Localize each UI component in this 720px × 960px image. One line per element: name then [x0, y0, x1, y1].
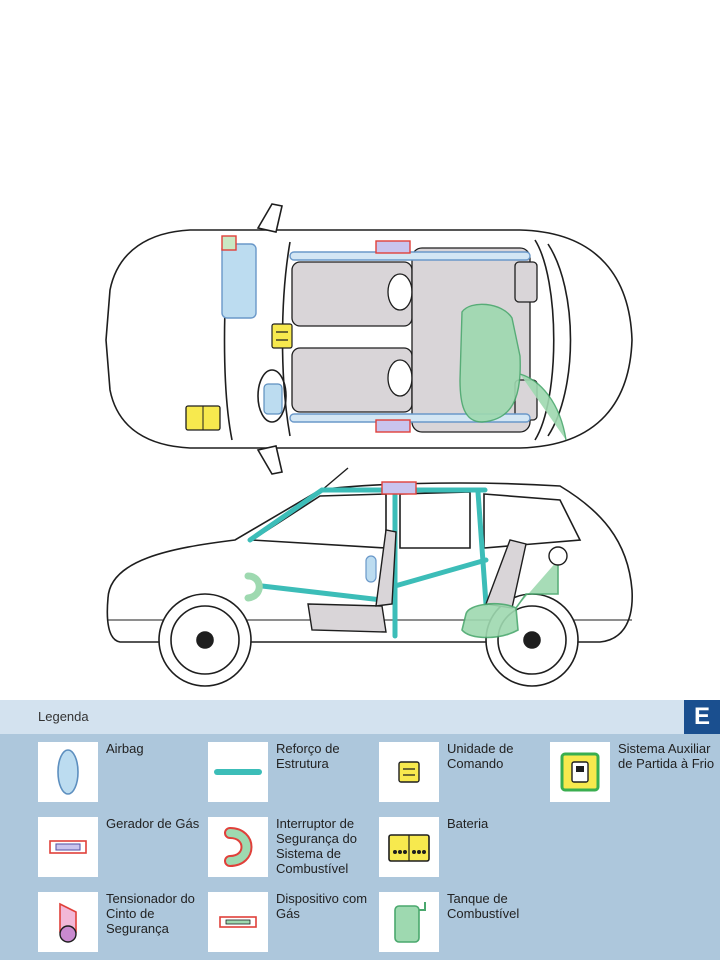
top-gas-generator-right: [376, 420, 410, 432]
passenger-airbag: [222, 244, 256, 318]
side-seat-airbag: [366, 556, 376, 582]
vehicle-diagram: [0, 0, 720, 700]
legend-header: Legenda E: [0, 700, 720, 734]
front-gas-generator: [222, 236, 236, 250]
cold-start-icon: [550, 742, 610, 802]
battery-icon: [379, 817, 439, 877]
legend-label-control-unit: Unidade de Comando: [447, 741, 547, 771]
legend-label-battery: Bateria: [447, 816, 547, 831]
legend-label-cold-start: Sistema Auxiliar de Partida à Frio: [618, 741, 718, 771]
control-unit-top: [272, 324, 292, 348]
fuel-filler: [549, 547, 567, 565]
fuel-tank-icon: [379, 892, 439, 952]
belt-tensioner-swatch: [38, 892, 98, 952]
fuel-switch-swatch: [208, 817, 268, 877]
gas-device-swatch: [208, 892, 268, 952]
gas-device-icon: [208, 892, 268, 952]
control-unit-swatch: [379, 742, 439, 802]
legend-label-fuel-tank: Tanque de Combustível: [447, 891, 547, 921]
legend-label-airbag: Airbag: [106, 741, 206, 756]
fuel-tank-swatch: [379, 892, 439, 952]
gas-generator-icon: [38, 817, 98, 877]
gas-generator-swatch: [38, 817, 98, 877]
control-unit-icon: [379, 742, 439, 802]
belt-tensioner-icon: [38, 892, 98, 952]
battery-top: [186, 406, 220, 430]
structure-bar-icon: [208, 742, 268, 802]
legend-label-fuel-switch: Interruptor de Segurança do Sistema de C…: [276, 816, 376, 876]
airbag-swatch: [38, 742, 98, 802]
legend-body: Airbag Reforço de Estrutura Unidade de C…: [0, 734, 720, 960]
top-view: [106, 204, 632, 474]
cold-start-swatch: [550, 742, 610, 802]
fuel-switch-icon: [208, 817, 268, 877]
section-badge: E: [684, 700, 720, 734]
legend-label-gas-device: Dispositivo com Gás: [276, 891, 376, 921]
battery-swatch: [379, 817, 439, 877]
legend-label-structure: Reforço de Estrutura: [276, 741, 376, 771]
legend-title: Legenda: [38, 709, 89, 724]
legend-label-gas-generator: Gerador de Gás: [106, 816, 206, 831]
legend-label-belt-tensioner: Tensionador do Cinto de Segurança: [106, 891, 206, 936]
side-gas-generator: [382, 482, 416, 494]
airbag-icon: [38, 742, 98, 802]
structure-swatch: [208, 742, 268, 802]
top-gas-generator-left: [376, 241, 410, 253]
